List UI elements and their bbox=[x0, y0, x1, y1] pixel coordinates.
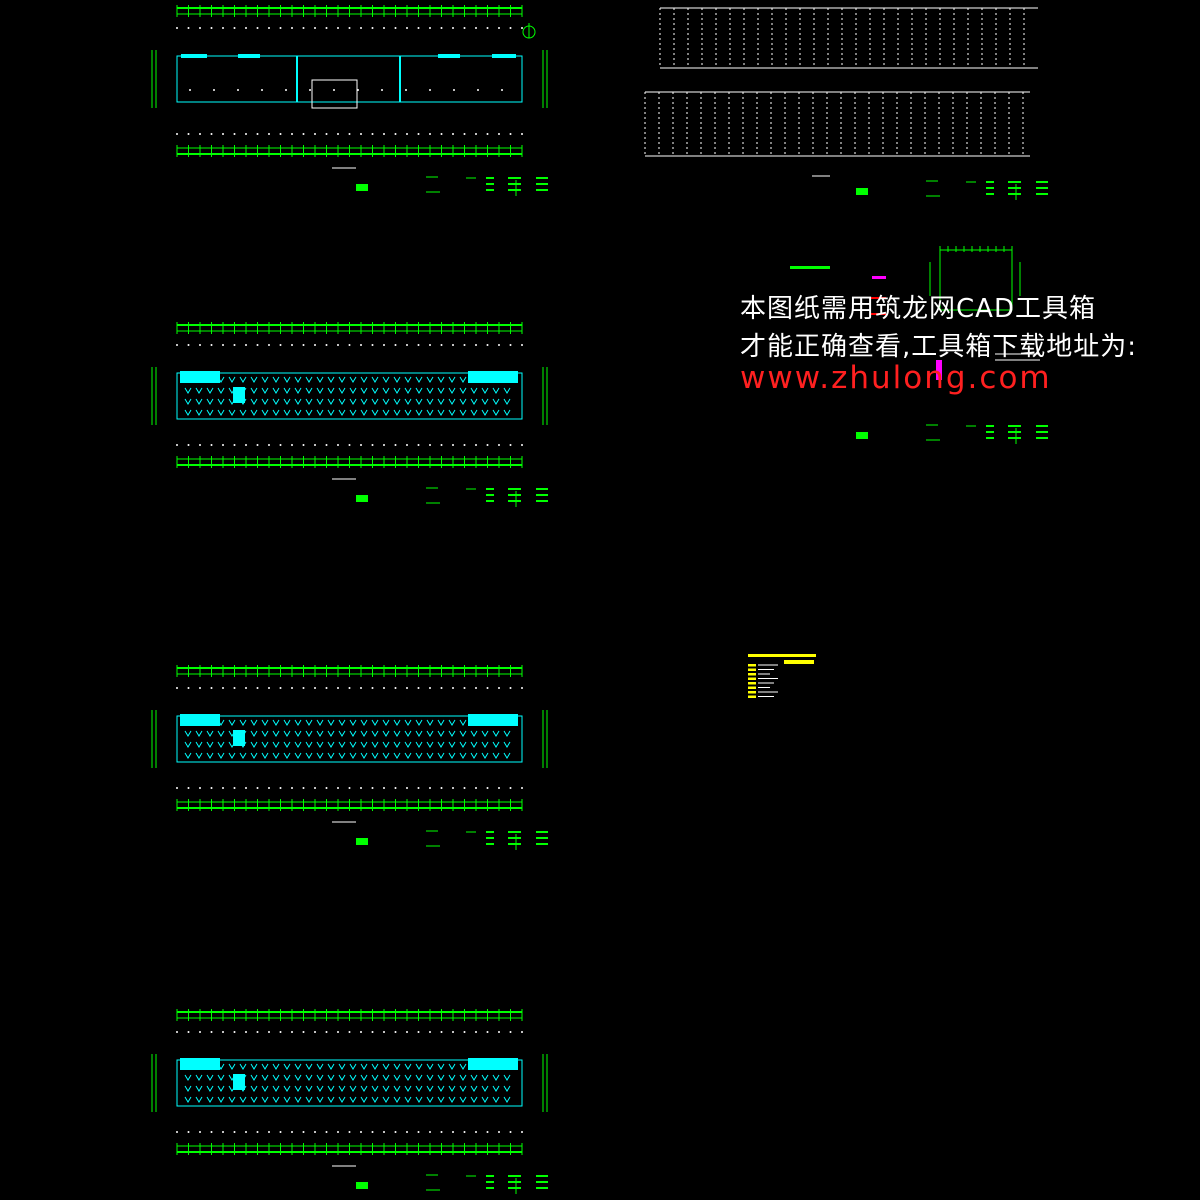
title-block-stamp bbox=[356, 184, 368, 191]
building-outline bbox=[176, 1059, 523, 1107]
shop-sign bbox=[181, 54, 207, 58]
parking-plan-group bbox=[644, 7, 1048, 200]
floor-plan-sheet-3 bbox=[151, 665, 548, 850]
legend-sheet-group bbox=[748, 654, 816, 698]
stair-hatch-left bbox=[180, 371, 220, 383]
stair-hatch-right bbox=[468, 1058, 518, 1070]
watermark-line-1: 本图纸需用筑龙网CAD工具箱 bbox=[740, 294, 1096, 324]
title-block-stamp bbox=[356, 1182, 368, 1189]
magenta-marker bbox=[936, 360, 942, 380]
building-outline bbox=[176, 715, 523, 763]
floor-plan-sheet-4 bbox=[151, 1009, 548, 1194]
stair-hatch-left bbox=[180, 1058, 220, 1070]
detail-title-bar bbox=[790, 266, 830, 269]
detail-frame bbox=[939, 249, 1013, 311]
title-block-stamp bbox=[856, 432, 868, 439]
title-block-stamp bbox=[356, 838, 368, 845]
floor-plan-sheet-2 bbox=[151, 322, 548, 507]
detail-sheet-group bbox=[790, 246, 1048, 444]
stair-hatch-right bbox=[468, 714, 518, 726]
stair-core bbox=[311, 79, 358, 109]
legend-header bbox=[748, 654, 816, 657]
stair-hatch-right bbox=[468, 371, 518, 383]
watermark-url: www.zhulong.com bbox=[740, 360, 1052, 396]
title-block-stamp bbox=[856, 188, 868, 195]
stair-hatch-left bbox=[180, 714, 220, 726]
watermark-line-2: 才能正确查看,工具箱下载地址为: bbox=[740, 332, 1138, 362]
floor-plan-sheet-1 bbox=[151, 5, 548, 196]
floor-plans-group bbox=[151, 5, 548, 1194]
title-block-stamp bbox=[356, 495, 368, 502]
building-outline bbox=[176, 372, 523, 420]
building-outline bbox=[176, 55, 523, 103]
